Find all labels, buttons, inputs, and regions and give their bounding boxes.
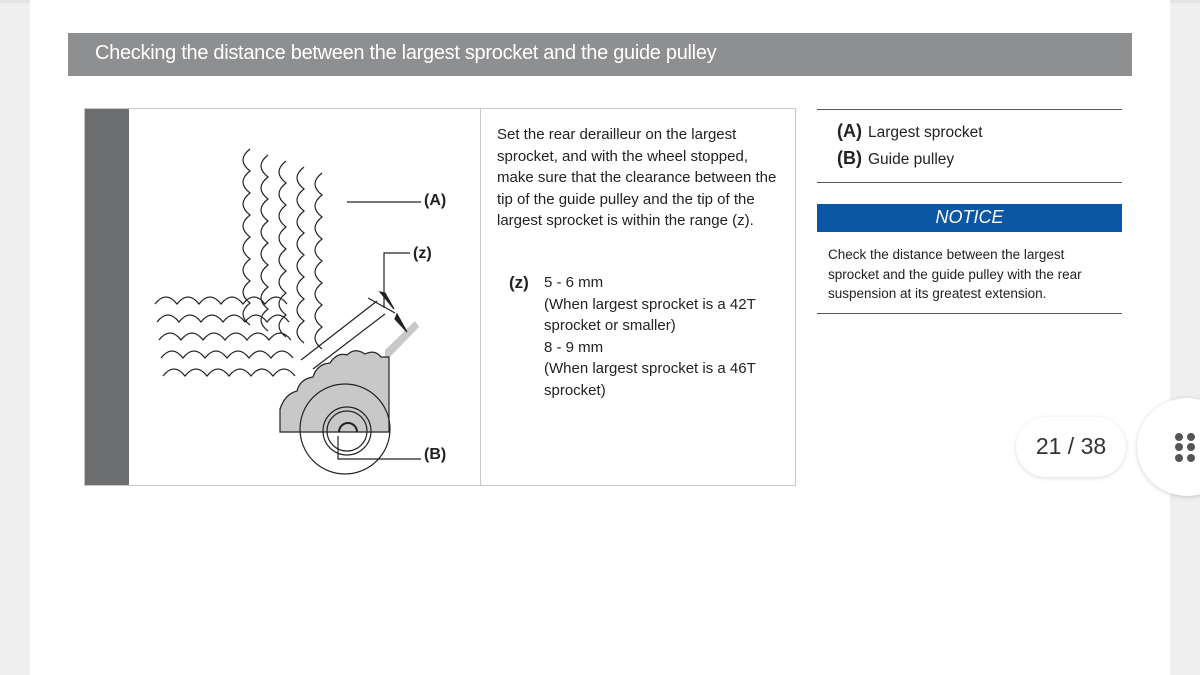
divider [817,313,1122,314]
legend-text: Guide pulley [868,151,955,168]
legend-item: (A) Largest sprocket [837,121,983,142]
spec-line: 5 - 6 mm [544,274,604,291]
instruction-text: Set the rear derailleur on the largest s… [497,126,777,229]
label-z: (z) [413,245,432,262]
section-title: Checking the distance between the larges… [68,33,1132,76]
legend-text: Largest sprocket [868,124,983,141]
figure-side-bar [85,109,129,485]
spec-range: (z) 5 - 6 mm (When largest sprocket is a… [509,272,756,401]
spec-line: (When largest sprocket is a 46T [544,360,756,377]
document-page [30,0,1170,675]
sprocket-diagram [154,148,421,475]
legend-key: (A) [837,121,862,141]
grid-dots-icon [1175,433,1197,463]
spec-line: sprocket or smaller) [544,317,676,334]
spec-line: sprocket) [544,381,606,399]
label-a: (A) [424,192,447,209]
spec-line: (When largest sprocket is a 42T [544,295,756,313]
spec-key: (z) [509,273,529,292]
notice-heading: NOTICE [817,204,1122,232]
instruction-panel: Set the rear derailleur on the largest s… [480,108,796,486]
notice-text: Check the distance between the largest s… [828,247,1082,301]
page-indicator: 21 / 38 [1016,417,1126,477]
legend-item: (B) Guide pulley [837,148,954,169]
legend: (A) Largest sprocket (B) Guide pulley [817,109,1122,183]
spec-line: 8 - 9 mm [544,338,604,356]
sprocket-teeth [154,148,323,377]
legend-key: (B) [837,148,862,168]
figure-panel: (A) (z) (B) [84,108,481,486]
label-b: (B) [424,446,447,463]
